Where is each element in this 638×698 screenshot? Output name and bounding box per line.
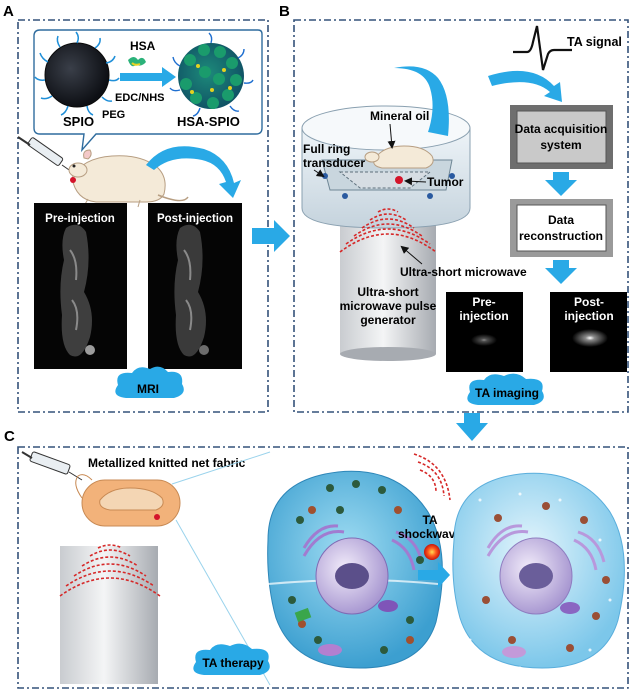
- hsa-molecule-icon: [128, 57, 146, 67]
- synthesis-arrow: [120, 67, 176, 87]
- shockwave-label-1: TA: [422, 513, 437, 527]
- transducer-pointer: [313, 169, 325, 178]
- hsa-label: HSA: [130, 39, 156, 53]
- panel-a-letter: A: [3, 3, 14, 20]
- spio-particle: [34, 31, 120, 116]
- mouse-icon: [68, 149, 189, 208]
- generator-label-1: Ultra-short: [357, 285, 418, 299]
- therapy-generator-cylinder: [60, 546, 158, 684]
- ta-pre-image: [446, 292, 523, 372]
- daq-label-1: Data acquisition: [515, 122, 608, 136]
- ta-signal-waveform: [513, 25, 572, 71]
- hsa-spio-label: HSA-SPIO: [177, 114, 240, 129]
- curved-arrow-a: [146, 146, 241, 198]
- arrow-daq-to-recon: [545, 172, 577, 196]
- shockwave-label-2: shockwave: [398, 527, 462, 541]
- mri-pre-image: [34, 203, 127, 369]
- shockwave-burst-icon: [424, 544, 440, 560]
- microwave-pointer: [400, 245, 423, 265]
- ta-post-image: [550, 292, 627, 372]
- recon-label-1: Data: [548, 213, 574, 227]
- hsa-spio-particle: [169, 32, 254, 117]
- syringe-icon-c: [21, 451, 83, 481]
- recon-label-2: reconstruction: [519, 229, 603, 243]
- microwave-arcs-b: [339, 208, 437, 253]
- ta-pre-label-1: Pre-: [472, 295, 495, 309]
- panel-b-letter: B: [279, 3, 290, 20]
- panel-a-frame: [17, 19, 269, 413]
- mri-post-image: [148, 203, 242, 369]
- ultra-short-microwave-label: Ultra-short microwave: [400, 265, 527, 279]
- microwave-generator-cylinder: [340, 208, 436, 361]
- ta-therapy-badge-label: TA therapy: [202, 656, 264, 670]
- fabric-capsule: [75, 474, 181, 527]
- ta-signal-label: TA signal: [567, 35, 622, 49]
- ta-post-label-1: Post-: [574, 295, 604, 309]
- mri-badge-label: MRI: [137, 382, 159, 396]
- arrow-recon-to-images: [545, 260, 577, 284]
- arrow-cell-to-cell: [418, 562, 450, 588]
- data-acquisition-box: Data acquisition system: [510, 105, 613, 169]
- panel-c-letter: C: [4, 428, 15, 445]
- edc-nhs-label: EDC/NHS: [115, 92, 165, 104]
- syringe-icon: [17, 136, 73, 173]
- curved-arrow-b-dish: [394, 66, 449, 136]
- curved-arrow-b-top: [488, 70, 562, 102]
- cell-after-treatment: [452, 472, 625, 670]
- generator-label-2: microwave pulse: [340, 299, 437, 313]
- zoom-line-top: [171, 451, 271, 485]
- panel-b-frame: [293, 19, 629, 413]
- daq-label-2: system: [540, 138, 581, 152]
- peg-label: PEG: [102, 109, 125, 121]
- ta-pre-label-2: injection: [459, 309, 508, 323]
- arrow-b-to-c: [456, 413, 488, 441]
- tumor-pointer: [404, 177, 427, 186]
- ta-post-label-2: injection: [564, 309, 613, 323]
- water-tank-dish: [301, 105, 471, 229]
- tumor-label: Tumor: [427, 175, 464, 189]
- mineral-oil-pointer: [387, 123, 396, 149]
- arrow-a-to-b: [252, 220, 290, 252]
- mri-post-label: Post-injection: [157, 213, 233, 225]
- ta-imaging-badge-label: TA imaging: [475, 386, 539, 400]
- mineral-oil-label: Mineral oil: [370, 109, 429, 123]
- panel-c-frame: [17, 446, 629, 689]
- generator-label-3: generator: [360, 313, 416, 327]
- full-ring-label-2: transducer: [303, 156, 365, 170]
- ta-therapy-badge: TA therapy: [193, 643, 270, 675]
- ta-imaging-badge: TA imaging: [467, 373, 544, 405]
- mri-pre-label: Pre-injection: [45, 213, 115, 225]
- cell-before-treatment: [267, 470, 443, 669]
- shockwave-arcs: [413, 453, 451, 501]
- mri-badge: MRI: [115, 366, 184, 398]
- spio-label: SPIO: [63, 114, 94, 129]
- fabric-label: Metallized knitted net fabric: [88, 456, 246, 470]
- microwave-arcs-c: [59, 544, 161, 597]
- full-ring-label-1: Full ring: [303, 142, 350, 156]
- data-reconstruction-box: Data reconstruction: [510, 199, 613, 257]
